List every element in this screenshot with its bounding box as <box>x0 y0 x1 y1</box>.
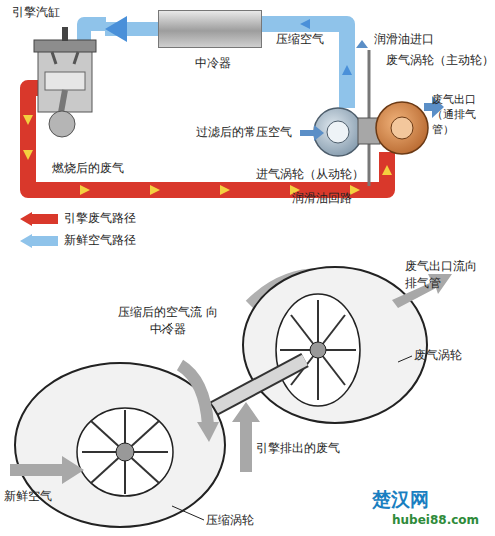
intake-arrow <box>300 125 324 141</box>
turbine-housing <box>243 267 427 423</box>
flow-arrow <box>23 115 33 125</box>
flow-arrow <box>220 185 230 195</box>
legend-entry: 引擎废气路径 <box>20 210 136 227</box>
compressor-blades <box>82 410 168 494</box>
valve <box>74 52 78 64</box>
part-label: 新鲜空气 <box>4 488 52 505</box>
compressor-hub <box>116 443 134 461</box>
node-label: 中冷器 <box>195 55 231 72</box>
turbine-housing <box>376 102 428 154</box>
legend-swatch-frame <box>20 212 58 226</box>
flow-arrow <box>342 65 352 75</box>
legend-swatch-frame <box>20 234 58 248</box>
flow-arrow <box>80 185 90 195</box>
piston <box>45 72 85 90</box>
compressor-inlet <box>327 121 349 143</box>
part-label: 引擎排出的废气 <box>256 440 340 457</box>
oil-return-pipe <box>368 144 371 186</box>
leader-line <box>172 506 204 520</box>
compressor-wheel <box>77 408 173 496</box>
flow-arrow <box>300 19 310 29</box>
part-label: 废气涡轮 <box>414 347 462 364</box>
legend-swatch <box>20 212 58 226</box>
part-label: 进气涡轮（从动轮） <box>256 166 364 183</box>
part-label: 压缩后的空气流 向中冷器 <box>118 304 218 337</box>
compressed-air-arrow <box>197 422 219 442</box>
crankshaft <box>49 111 75 137</box>
part-label: 废气出口流向 排气管 <box>405 258 483 291</box>
exhaust-in-arrow <box>232 402 260 472</box>
part-label: 燃烧后的废气 <box>52 160 124 177</box>
watermark: hubei88.com <box>392 512 479 529</box>
leader-line <box>398 356 412 362</box>
turbine-hub <box>310 342 326 358</box>
fresh-air-arrow <box>10 456 84 484</box>
cylinder-head <box>34 40 96 52</box>
part-label: 废气出口 （通排气管） <box>432 92 494 138</box>
turbine-outlet <box>391 117 413 139</box>
watermark: 楚汉网 <box>372 486 429 514</box>
flow-arrow <box>382 165 392 175</box>
valve <box>52 52 56 64</box>
flow-arrow <box>150 185 160 195</box>
part-label: 润滑油进口 <box>374 31 434 48</box>
part-label: 废气涡轮（主动轮） <box>386 52 494 69</box>
turbine-blades <box>280 300 356 400</box>
air-pipe-connector <box>105 22 158 36</box>
oil-inlet-pipe <box>368 50 371 118</box>
engine-cylinder: 引擎汽缸 <box>10 2 105 142</box>
legend-entry: 新鲜空气路径 <box>20 232 136 249</box>
spark-plug <box>62 27 68 41</box>
legend-swatch <box>20 234 58 248</box>
compressed-air-arrow <box>180 365 208 425</box>
flow-arrow <box>23 150 33 160</box>
air-pipe <box>262 24 347 108</box>
intercooler-box: 中冷器 <box>158 10 262 48</box>
part-label: 过滤后的常压空气 <box>196 124 292 141</box>
legend-label: 引擎废气路径 <box>64 210 136 227</box>
node-label: 引擎汽缸 <box>12 4 60 21</box>
pressure-arrow <box>356 40 368 48</box>
part-label: 压缩涡轮 <box>206 512 254 529</box>
part-label: 压缩空气 <box>276 31 324 48</box>
part-label: 润滑油回路 <box>292 190 352 207</box>
turbine-wheel <box>276 294 360 406</box>
legend-label: 新鲜空气路径 <box>64 232 136 249</box>
